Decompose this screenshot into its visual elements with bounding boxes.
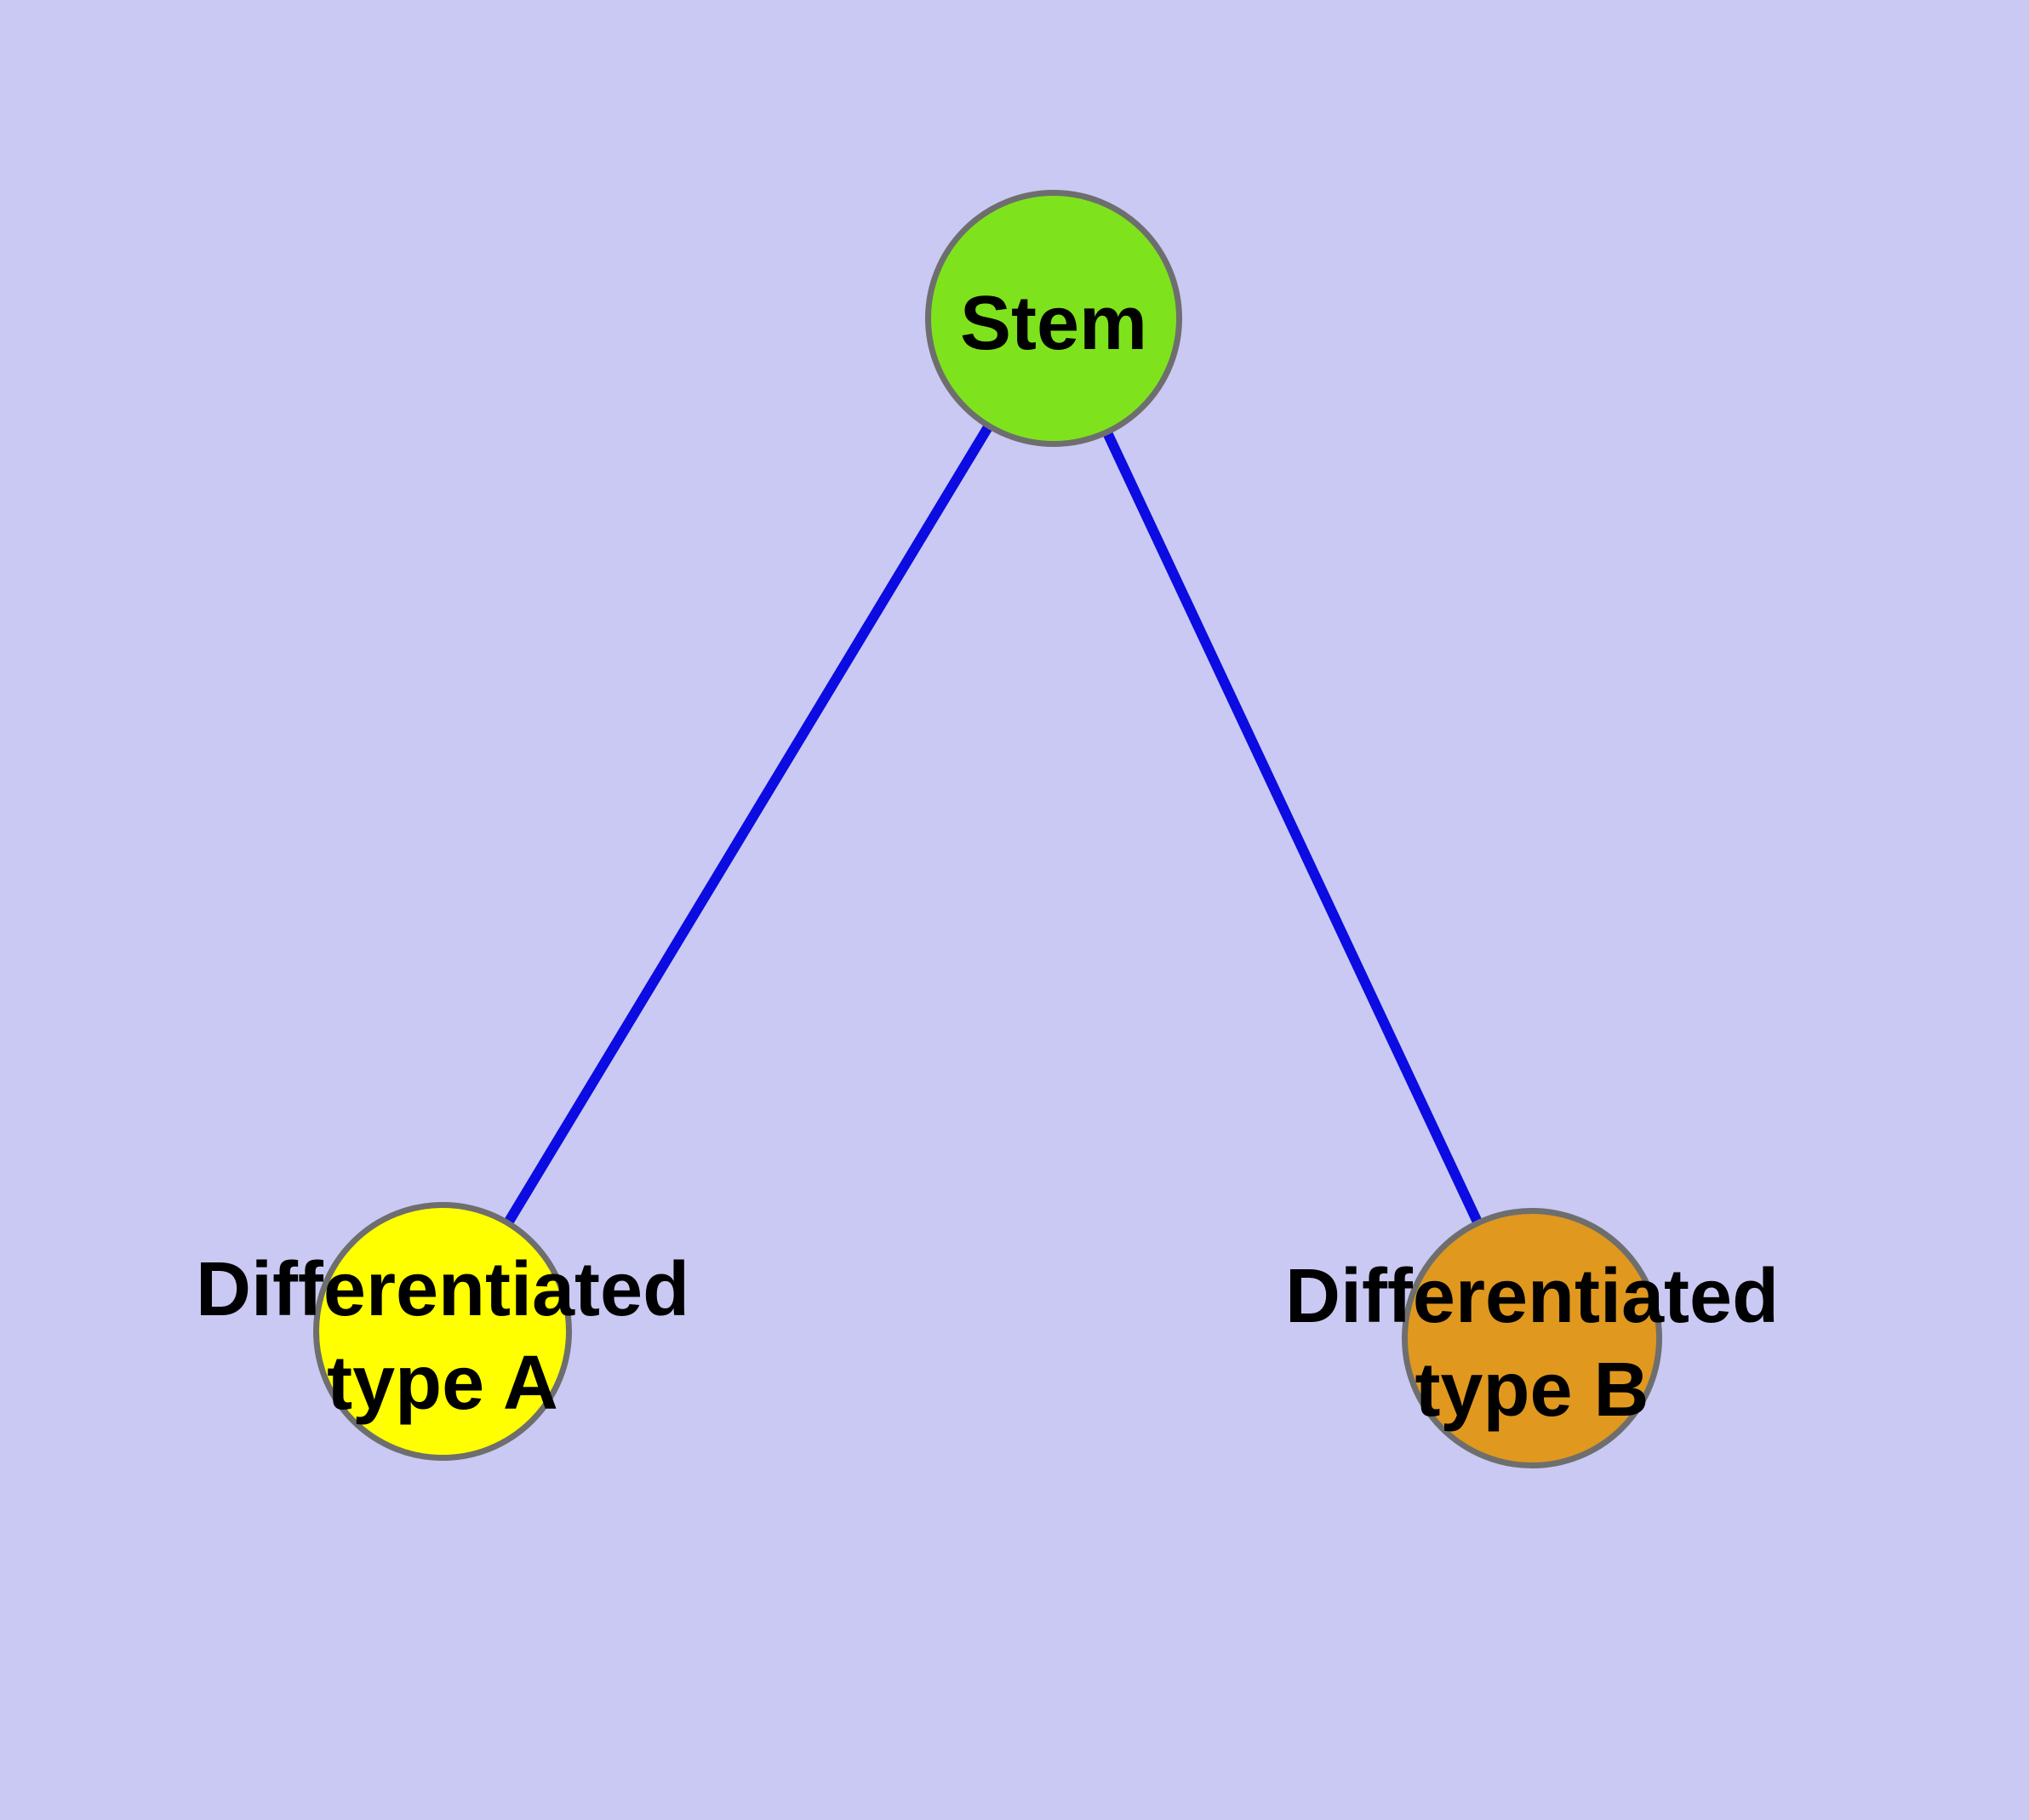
node-stem-label: Stem xyxy=(960,277,1147,370)
node-stem xyxy=(925,190,1182,447)
node-differentiated-type-a xyxy=(313,1202,572,1461)
node-differentiated-type-b-label-line-1: Differentiated xyxy=(1284,1254,1780,1339)
node-differentiated-type-b xyxy=(1402,1208,1662,1468)
node-differentiated-type-a-label: Differentiated type A xyxy=(196,1243,689,1430)
node-stem-label-line: Stem xyxy=(959,281,1148,366)
edge-stem-to-type-a xyxy=(437,315,1059,1335)
node-differentiated-type-b-label-line-2: type B xyxy=(1415,1348,1649,1433)
edge-stem-to-type-b xyxy=(1049,316,1537,1341)
node-differentiated-type-a-label-line-2: type A xyxy=(327,1341,558,1426)
node-differentiated-type-b-label: Differentiated type B xyxy=(1285,1250,1779,1437)
node-differentiated-type-a-label-line-1: Differentiated xyxy=(195,1247,690,1332)
